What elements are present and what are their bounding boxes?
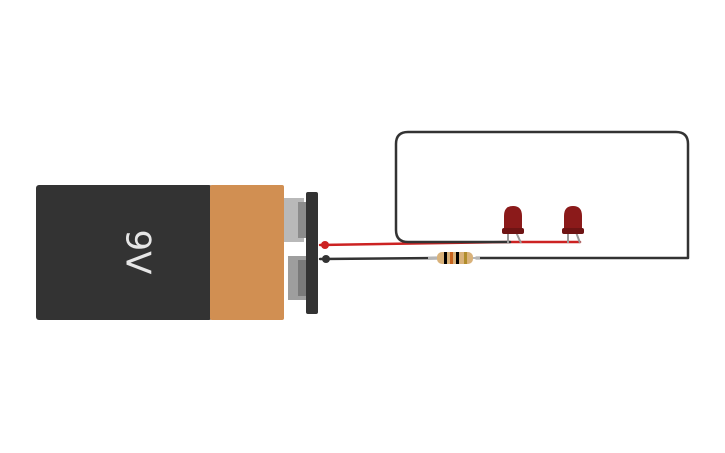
resistor-band-4 [464,252,467,264]
led-2-rim [562,228,584,234]
led-1-rim [502,228,524,234]
battery-terminal-bottom-inner [298,260,306,296]
led-1-bulb [504,206,522,232]
battery-label: 9V [118,230,158,275]
resistor[interactable] [428,252,480,264]
wire-negative-endpoint[interactable] [322,255,330,263]
wire-positive-endpoint[interactable] [321,241,329,249]
resistor-band-3 [456,252,459,264]
battery-9v[interactable]: 9V [36,185,318,320]
resistor-band-2 [450,252,453,264]
led-1[interactable] [502,206,524,244]
battery-body [36,185,212,320]
wires [318,130,690,263]
led-2[interactable] [562,206,584,244]
battery-cap [210,185,284,320]
wire-negative[interactable] [318,256,442,261]
led-2-bulb [564,206,582,232]
resistor-band-1 [444,252,447,264]
battery-snap-connector[interactable] [306,192,318,314]
battery-terminal-top-inner [298,202,306,238]
resistor-body [437,252,473,264]
wire-resistor-to-loop[interactable] [394,130,690,260]
